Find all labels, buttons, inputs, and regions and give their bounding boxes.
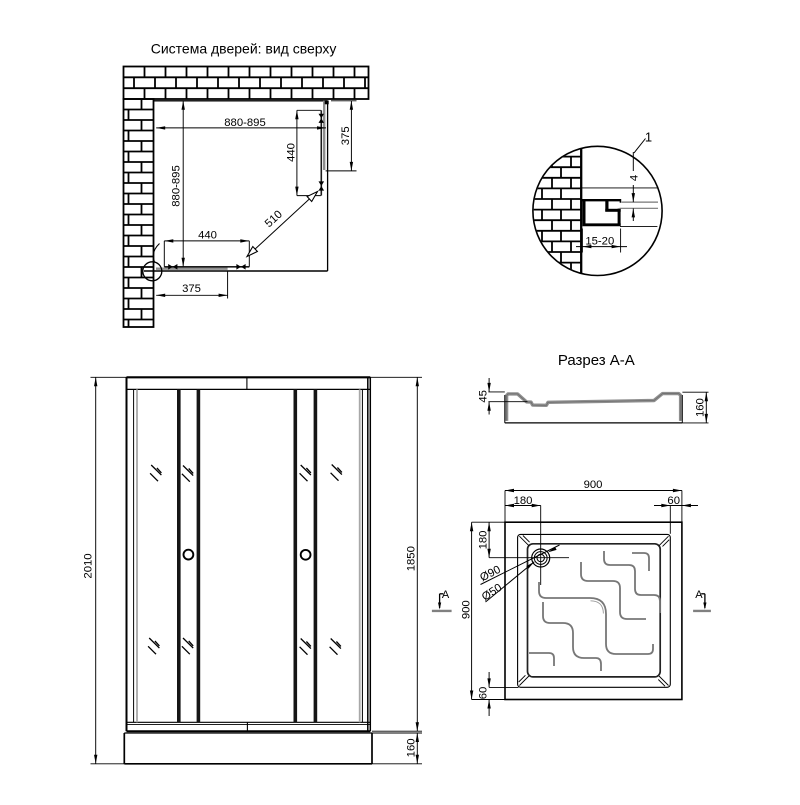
svg-text:440: 440 <box>285 143 297 162</box>
svg-text:375: 375 <box>340 126 352 145</box>
svg-text:A: A <box>442 589 450 601</box>
svg-text:15-20: 15-20 <box>585 235 614 247</box>
svg-text:160: 160 <box>406 738 418 757</box>
svg-text:Разрез А-А: Разрез А-А <box>558 352 635 369</box>
svg-text:375: 375 <box>182 283 201 295</box>
svg-text:880-895: 880-895 <box>170 165 182 206</box>
svg-text:180: 180 <box>477 531 489 550</box>
svg-text:45: 45 <box>478 390 490 403</box>
svg-text:Система дверей: вид сверху: Система дверей: вид сверху <box>151 40 337 56</box>
svg-text:180: 180 <box>514 495 533 507</box>
svg-text:1: 1 <box>645 130 652 145</box>
svg-text:A: A <box>695 589 703 601</box>
svg-text:60: 60 <box>667 495 680 507</box>
svg-text:1850: 1850 <box>405 546 417 571</box>
svg-text:4: 4 <box>628 175 640 181</box>
svg-text:440: 440 <box>198 229 217 241</box>
svg-text:2010: 2010 <box>83 553 95 578</box>
svg-text:60: 60 <box>478 687 490 700</box>
svg-text:900: 900 <box>584 479 603 491</box>
svg-text:160: 160 <box>694 398 706 417</box>
svg-text:900: 900 <box>461 600 473 619</box>
svg-text:880-895: 880-895 <box>224 117 265 129</box>
